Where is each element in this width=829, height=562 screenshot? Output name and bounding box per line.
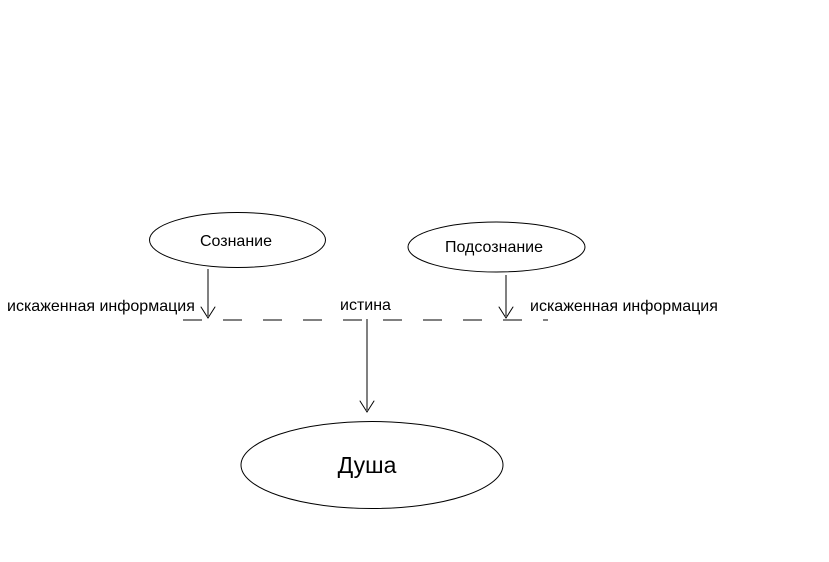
subconscious-label: Подсознание — [445, 239, 543, 256]
truth-arrowhead-icon — [359, 400, 375, 413]
subconscious-arrowhead-icon — [498, 306, 514, 319]
subconscious-node: Подсознание — [407, 221, 586, 273]
truth-label: истина — [340, 297, 391, 314]
consciousness-ellipse — [149, 212, 326, 268]
soul-node: Душа — [240, 421, 504, 509]
subconscious-arrow — [498, 275, 514, 319]
consciousness-arrow — [200, 269, 216, 319]
truth-arrow — [359, 319, 375, 413]
consciousness-node: Сознание — [149, 212, 326, 268]
soul-label: Душа — [338, 452, 397, 478]
soul-ellipse — [240, 421, 504, 509]
distorted-info-label-left: искаженная информация — [7, 298, 195, 315]
consciousness-label: Сознание — [200, 233, 272, 250]
distorted-info-label-right: искаженная информация — [530, 298, 718, 315]
consciousness-arrowhead-icon — [200, 306, 216, 319]
subconscious-ellipse — [407, 221, 586, 273]
